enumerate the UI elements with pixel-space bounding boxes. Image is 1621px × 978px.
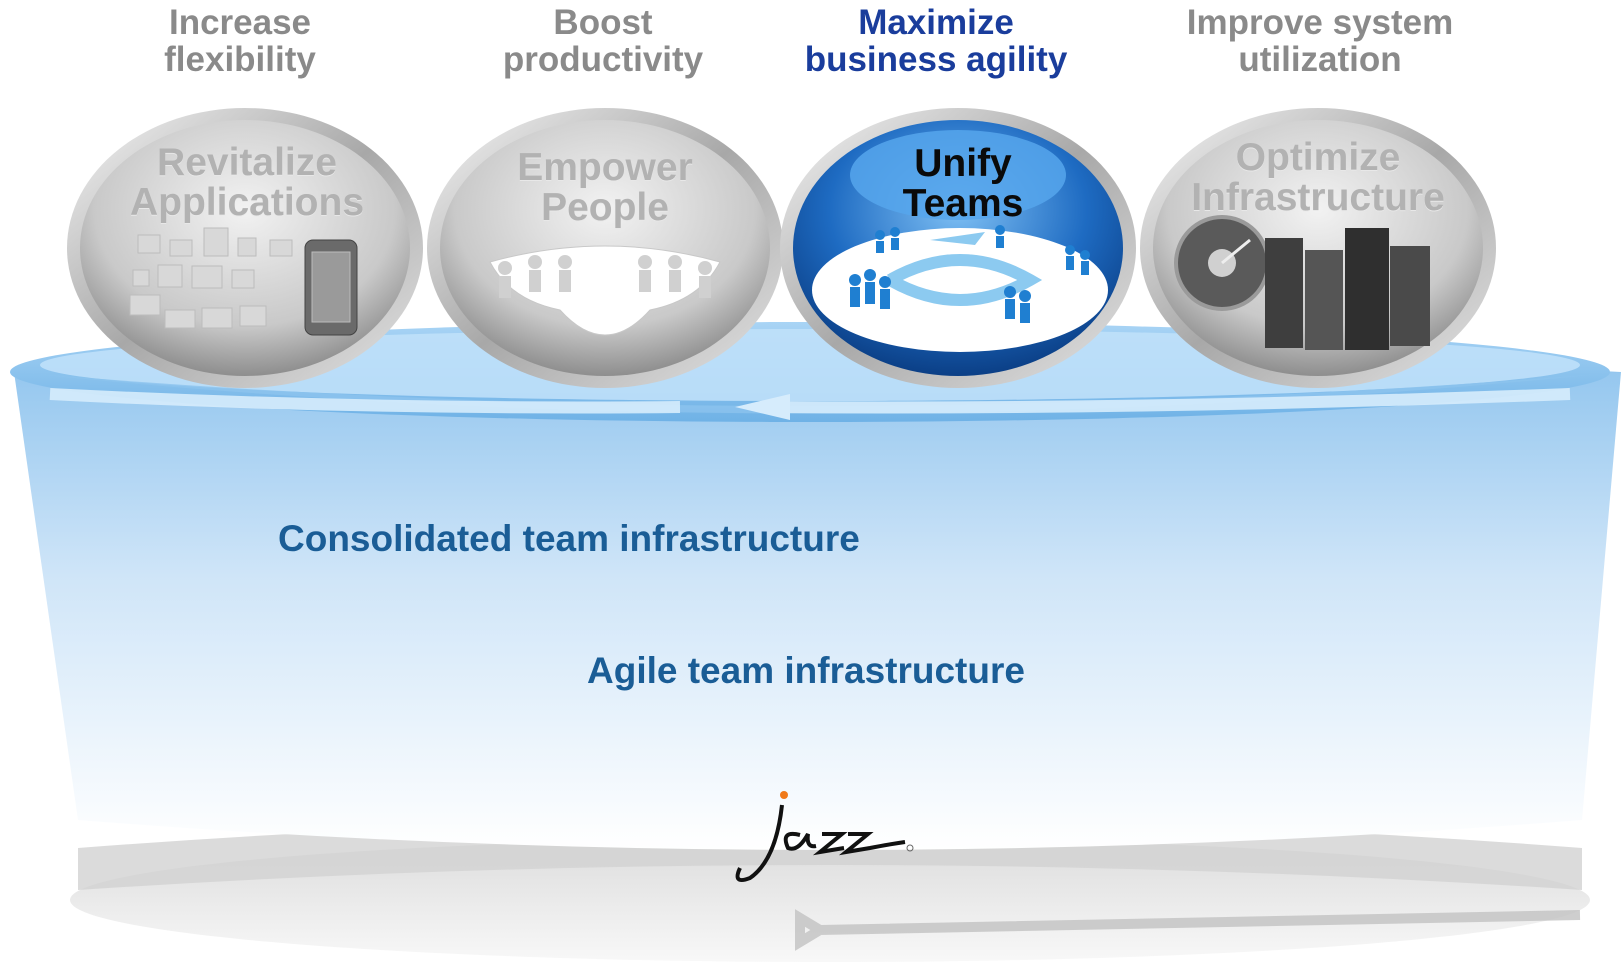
pillar-line2: Teams [902,182,1024,225]
application-icons [129,227,358,336]
pillar-line2: Infrastructure [1191,176,1445,219]
goal-line1: Increase [168,3,312,42]
pillar-optimize-infrastructure: Optimize Infrastructure [1138,138,1498,218]
agile-infrastructure-label: Agile team infrastructure [587,650,1025,691]
pillar-line1: Unify [914,142,1012,185]
jazz-logo [735,791,914,882]
goal-maximize-business-agility: Maximize business agility [766,4,1106,78]
team-cycle-icon [812,225,1108,352]
pillar-line2: People [541,186,669,229]
goal-line2: business agility [804,40,1068,79]
goal-line1: Improve system [1186,3,1454,42]
consolidated-infrastructure-label: Consolidated team infrastructure [278,518,860,559]
speedometer-server-icon [1174,215,1430,350]
bowl-body [14,351,1621,850]
pillar-line1: Optimize [1235,136,1401,179]
sphere-empower-people [427,108,783,388]
pillar-line2: Applications [129,181,365,224]
goal-line2: productivity [502,40,704,79]
pillar-line1: Empower [517,146,693,189]
pillar-revitalize-applications: Revitalize Applications [67,143,427,223]
goal-improve-system-utilization: Improve system utilization [1150,4,1490,78]
goal-boost-productivity: Boost productivity [433,4,773,78]
people-network-icon [489,245,721,336]
goal-line1: Boost [553,3,653,42]
goal-line2: utilization [1238,40,1402,79]
sphere-optimize-infrastructure [1140,108,1496,388]
goal-line1: Maximize [858,3,1014,42]
pillar-line1: Revitalize [157,141,337,184]
sphere-revitalize-applications [67,108,423,388]
pillar-empower-people: Empower People [425,148,785,228]
sphere-unify-teams [780,108,1136,388]
goal-increase-flexibility: Increase flexibility [70,4,410,78]
rim-arrow [49,388,1571,420]
goal-line2: flexibility [164,40,316,79]
pillar-unify-teams: Unify Teams [783,144,1143,224]
